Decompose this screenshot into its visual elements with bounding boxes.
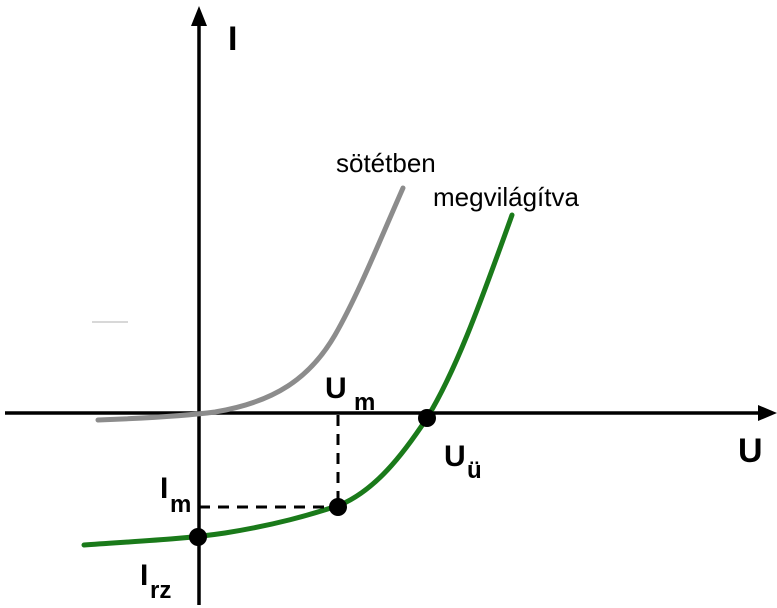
irz-label-sub: rz [150,577,171,604]
um-label: U m [325,372,375,416]
y-axis-arrow-icon [191,6,207,26]
im-label-sub: m [170,491,191,518]
irz-label: I rz [140,559,171,604]
um-label-sub: m [354,389,375,416]
max-power-point [329,498,347,516]
uu-label: U ü [444,440,482,484]
um-label-main: U [325,372,347,405]
short-circuit-point [189,528,207,546]
im-label-main: I [160,472,168,505]
uu-label-main: U [444,440,466,473]
x-axis-arrow-icon [758,405,777,421]
dark-curve [95,185,406,423]
irz-label-main: I [140,559,148,592]
lit-curve-label: megvilágítva [433,182,579,212]
dark-curve-label: sötétben [336,148,436,178]
open-circuit-point [418,409,436,427]
y-axis-label: I [228,20,237,58]
im-label: I m [160,472,191,518]
x-axis-label: U [738,432,763,470]
uu-label-sub: ü [467,457,482,484]
